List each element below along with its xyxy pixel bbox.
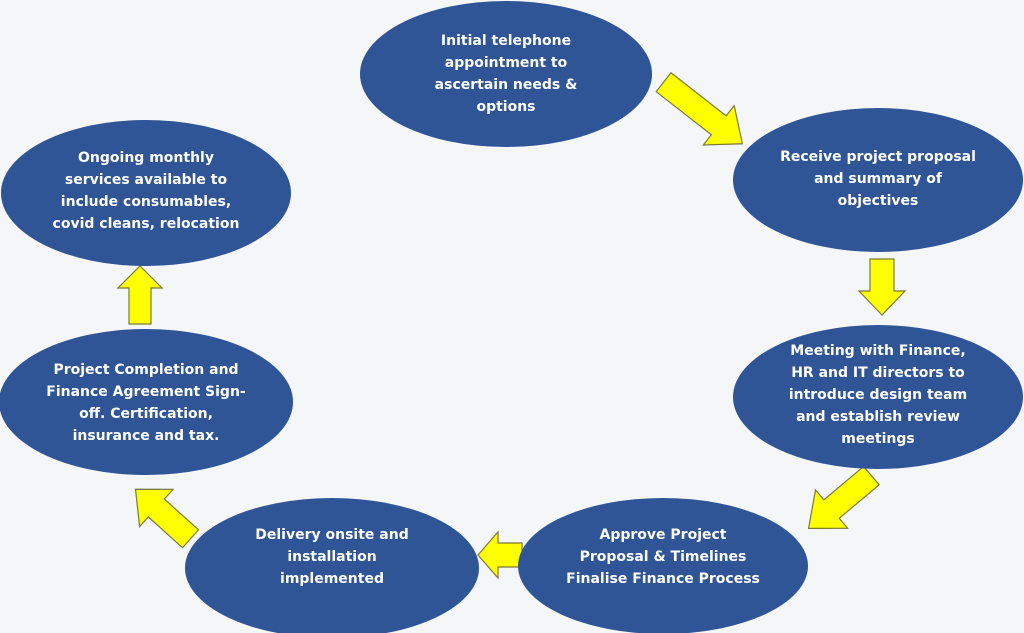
process-step-node-7: Ongoing monthly services available to incl… [1, 120, 291, 266]
step-ellipse [0, 329, 293, 475]
step-label-line: installation [287, 549, 376, 565]
step-ellipse [185, 498, 479, 633]
step-label-line: meetings [841, 431, 914, 447]
process-step-node-2: Receive project proposal and summary of ob… [733, 108, 1023, 252]
step-label-line: services available to [65, 172, 228, 188]
step-label-line: Initial telephone [441, 33, 571, 49]
flow-arrow-up-left-icon [134, 488, 200, 549]
flow-arrow-down-left-icon [807, 465, 880, 529]
step-label-line: off. Certification, [79, 406, 213, 422]
step-label-line: insurance and tax. [73, 428, 220, 444]
step-ellipse [733, 325, 1023, 469]
step-label-line: Approve Project [600, 527, 727, 543]
process-step-node-5: Delivery onsite and installation implement… [185, 498, 479, 633]
step-ellipse [360, 1, 652, 147]
flow-arrow-up-icon [116, 265, 164, 325]
step-label-line: Project Completion and [53, 362, 238, 378]
process-step-node-3: Meeting with Finance, HR and IT directors… [733, 325, 1023, 469]
step-ellipse [733, 108, 1023, 252]
step-label-line: Finalise Finance Process [566, 571, 760, 587]
step-label-line: HR and IT directors to [791, 365, 965, 381]
step-label-line: include consumables, [61, 194, 231, 210]
step-ellipse [1, 120, 291, 266]
step-label-line: Meeting with Finance, [790, 343, 965, 359]
step-label-line: Receive project proposal [780, 149, 976, 165]
step-label-line: implemented [280, 571, 384, 587]
step-label-line: Finance Agreement Sign- [46, 384, 246, 400]
step-label-line: Ongoing monthly [78, 150, 214, 166]
step-label-line: covid cleans, relocation [53, 216, 240, 232]
step-label-line: ascertain needs & [435, 77, 578, 93]
process-step-node-1: Initial telephone appointment to ascertain… [360, 1, 652, 147]
step-label-line: Delivery onsite and [255, 527, 408, 543]
flow-arrow-left-icon [477, 530, 523, 580]
flow-arrow-down-icon [857, 258, 907, 316]
arrows-layer [116, 71, 907, 580]
step-label-line: objectives [838, 193, 919, 209]
step-label-line: options [476, 99, 535, 115]
step-ellipse [518, 498, 808, 633]
step-label-line: Proposal & Timelines [580, 549, 747, 565]
flow-arrow-down-right-icon [655, 71, 744, 146]
step-label-line: and establish review [796, 409, 960, 425]
step-label-line: appointment to [445, 55, 568, 71]
step-label-line: and summary of [814, 171, 943, 187]
step-label-line: introduce design team [789, 387, 967, 403]
